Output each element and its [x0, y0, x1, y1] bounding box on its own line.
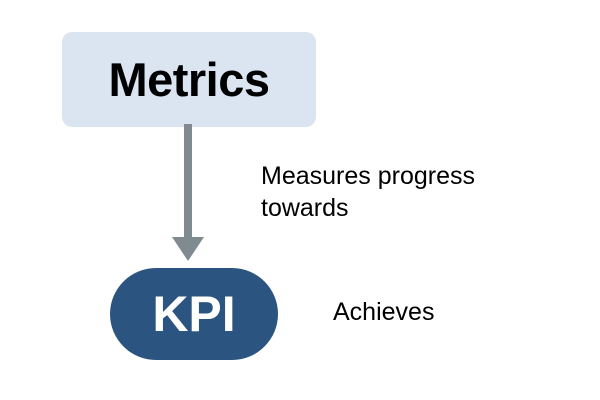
- node-metrics-label: Metrics: [108, 53, 270, 106]
- edge-metrics-to-kpi-arrow: [172, 124, 204, 261]
- edge-label-measures-progress-towards: Measures progress towards: [261, 162, 475, 222]
- edge-label-achieves: Achieves: [333, 298, 435, 326]
- node-kpi[interactable]: KPI: [110, 268, 278, 360]
- node-kpi-label: KPI: [152, 286, 236, 342]
- arrow-head-icon: [172, 237, 204, 261]
- node-metrics[interactable]: Metrics: [62, 32, 316, 127]
